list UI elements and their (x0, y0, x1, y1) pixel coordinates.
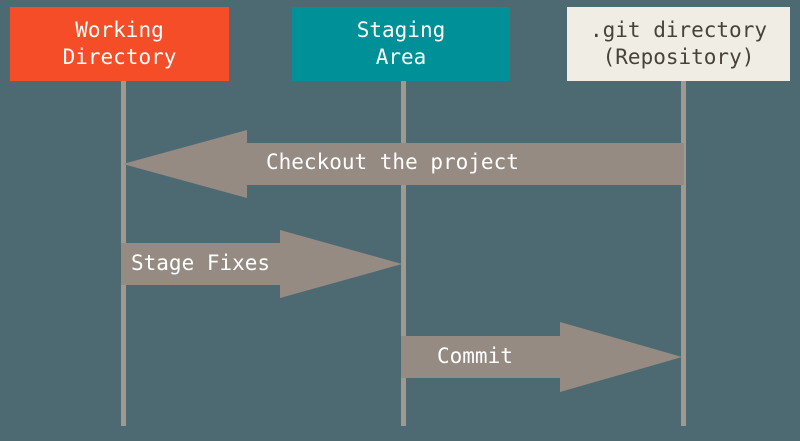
node-git-directory: .git directory (Repository) (567, 7, 790, 81)
arrow-label-stage-fixes: Stage Fixes (131, 251, 271, 275)
lifeline-git-directory (681, 81, 686, 426)
node-git-directory-line1: .git directory (589, 17, 767, 42)
node-working-directory: Working Directory (10, 7, 229, 81)
arrow-commit (401, 320, 685, 394)
node-working-directory-line1: Working (75, 17, 164, 42)
arrow-commit-shape (401, 322, 682, 392)
arrow-stage-fixes (121, 228, 405, 300)
arrow-label-checkout: Checkout the project (266, 150, 519, 174)
node-staging-area-line2: Area (375, 45, 427, 69)
arrow-checkout-the-project (120, 128, 684, 200)
lifeline-staging-area (401, 81, 406, 426)
node-staging-area-line1: Staging (356, 17, 446, 42)
node-git-directory-line2: (Repository) (602, 45, 755, 69)
arrow-stage-fixes-shape (121, 230, 402, 298)
arrow-checkout-shape (123, 130, 684, 198)
arrow-label-commit: Commit (437, 344, 513, 368)
node-staging-area: Staging Area (292, 7, 510, 81)
node-working-directory-line2: Directory (62, 45, 177, 69)
